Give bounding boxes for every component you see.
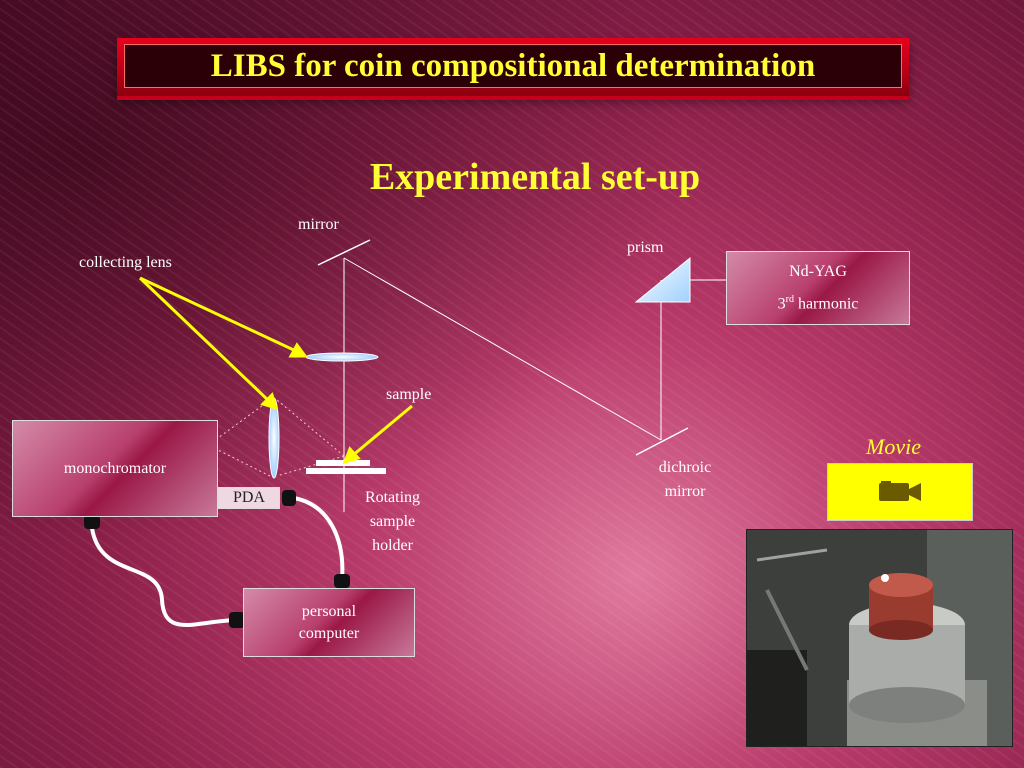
annotation-arrows [138, 276, 413, 465]
dichroic-mirror [635, 427, 689, 456]
cable-connectors [84, 490, 350, 628]
movie-label: Movie [866, 434, 921, 459]
pc-label-line2: computer [298, 624, 360, 642]
laser-harmonic-text: harmonic [793, 295, 859, 313]
slide-subtitle: Experimental set-up [369, 156, 701, 198]
label-dichroic-line2: mirror [664, 483, 706, 500]
label-mirror: mirror [298, 216, 339, 233]
video-camera-icon [879, 481, 921, 501]
label-rotating-line2: sample [369, 513, 416, 530]
cables [90, 496, 345, 627]
label-dichroic-line1: dichroic [658, 459, 712, 476]
monochromator-label: monochromator [63, 459, 167, 477]
mirror [317, 239, 371, 266]
laser-harmonic: 3rd harmonic [778, 289, 859, 315]
laser-name: Nd-YAG [789, 262, 847, 280]
lab-photo-illustration [747, 530, 1012, 746]
laser-ordinal: 3 [777, 295, 786, 313]
nd-yag-laser-box: Nd-YAG 3rd harmonic [726, 251, 910, 325]
collecting-lens-horizontal [305, 352, 379, 362]
pc-label-line1: personal [301, 602, 357, 620]
laser-ordinal-suffix: rd [785, 293, 794, 305]
label-rotating-sample-holder: Rotating sample holder [355, 486, 430, 558]
personal-computer-box: personal computer [243, 588, 415, 657]
rotating-sample-holder [306, 468, 386, 474]
slide-title: LIBS for coin compositional determinatio… [210, 47, 816, 84]
label-rotating-line1: Rotating [364, 489, 421, 506]
title-banner: LIBS for coin compositional determinatio… [117, 38, 909, 96]
label-collecting-lens: collecting lens [79, 254, 172, 271]
sample [316, 460, 370, 466]
label-dichroic-mirror: dichroic mirror [650, 456, 720, 504]
pda-box: PDA [218, 487, 280, 509]
monochromator-box: monochromator [12, 420, 218, 517]
prism [634, 256, 691, 303]
pda-label: PDA [232, 489, 265, 506]
movie-button[interactable] [827, 463, 973, 521]
lab-photo [746, 529, 1013, 747]
title-frame: LIBS for coin compositional determinatio… [124, 44, 902, 88]
label-rotating-line3: holder [372, 537, 413, 554]
label-sample: sample [386, 386, 432, 403]
label-prism: prism [627, 239, 664, 256]
collection-cone [217, 399, 345, 477]
